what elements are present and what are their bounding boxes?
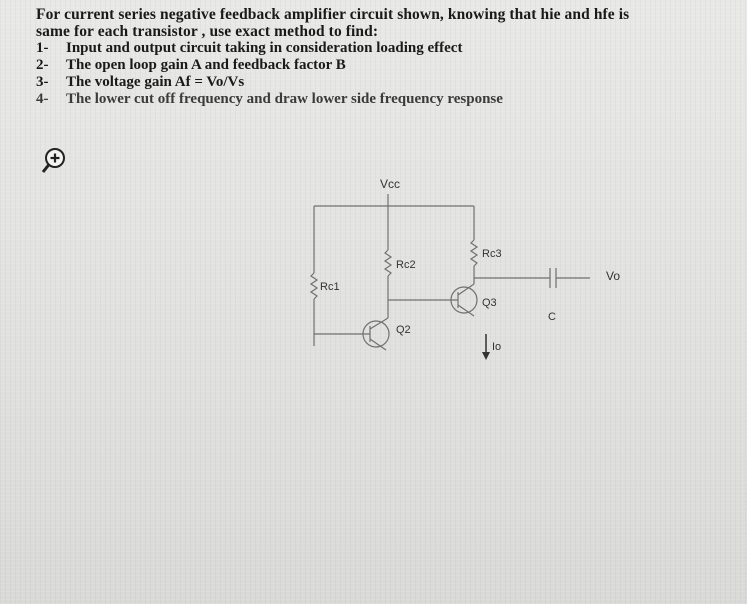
q2-emitter-lead bbox=[369, 338, 387, 351]
rc2-resistor bbox=[383, 249, 393, 277]
feedback-amplifier-circuit: Vcc Rc1 Rc2 Rc3 Q2 Q3 C Vo Io bbox=[309, 177, 620, 360]
rc3-resistor bbox=[469, 239, 479, 267]
task-number: 4- bbox=[36, 90, 49, 107]
capacitor-label: C bbox=[548, 311, 556, 323]
problem-intro-line-2: same for each transistor , use exact met… bbox=[36, 23, 379, 41]
task-list: 1- Input and output circuit taking in con… bbox=[36, 40, 726, 107]
zoom-in-icon bbox=[41, 148, 65, 173]
q2-label: Q2 bbox=[396, 324, 411, 336]
task-text: The voltage gain Af = Vo/Vs bbox=[66, 74, 245, 90]
rc1-resistor bbox=[309, 272, 319, 300]
q2-collector-lead bbox=[369, 317, 389, 330]
task-item: 1- Input and output circuit taking in con… bbox=[36, 40, 726, 57]
io-label: Io bbox=[492, 341, 501, 353]
io-current-arrow bbox=[482, 334, 490, 360]
zoom-in-button[interactable] bbox=[40, 146, 74, 176]
vcc-label: Vcc bbox=[380, 177, 400, 191]
problem-statement: For current series negative feedback amp… bbox=[36, 6, 726, 108]
task-text: The lower cut off frequency and draw low… bbox=[66, 90, 503, 107]
task-text: The open loop gain A and feedback factor… bbox=[66, 57, 346, 74]
task-number: 3- bbox=[36, 74, 49, 90]
q3-collector-lead bbox=[457, 283, 475, 296]
problem-intro-line-1: For current series negative feedback amp… bbox=[36, 6, 630, 23]
task-item: 4- The lower cut off frequency and draw l… bbox=[36, 91, 726, 108]
vo-label: Vo bbox=[606, 269, 620, 283]
task-text: Input and output circuit taking in consi… bbox=[66, 40, 463, 57]
q3-label: Q3 bbox=[482, 297, 497, 309]
rc2-label: Rc2 bbox=[396, 259, 416, 271]
task-number: 1- bbox=[36, 40, 49, 57]
rc1-label: Rc1 bbox=[320, 281, 340, 293]
rc3-label: Rc3 bbox=[482, 248, 502, 260]
task-number: 2- bbox=[36, 57, 49, 74]
task-item: 3- The voltage gain Af = Vo/Vs bbox=[36, 74, 726, 91]
q3-emitter-lead bbox=[457, 304, 475, 317]
task-item: 2- The open loop gain A and feedback fact… bbox=[36, 57, 726, 74]
